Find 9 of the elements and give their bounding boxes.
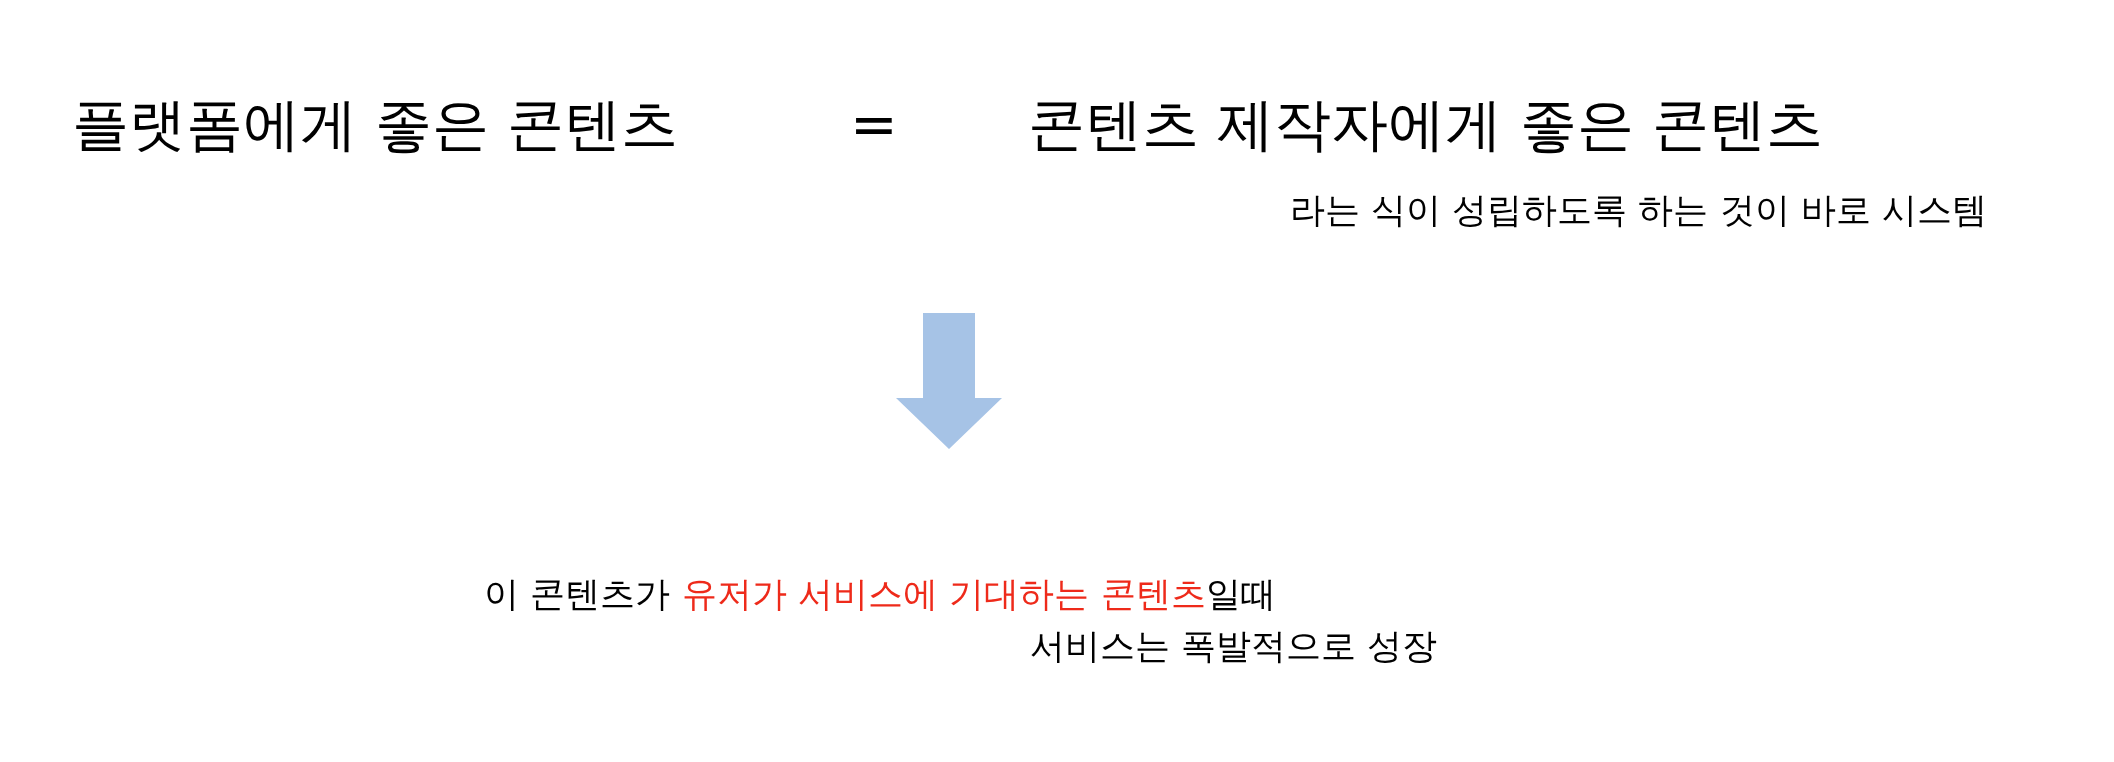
text: 라는 식이 성립하도록 하는 것이 바로 시스템 — [1290, 190, 1987, 231]
text: 유저가 서비스에 기대하는 콘텐츠 — [682, 574, 1206, 614]
text: 서비스는 폭발적으로 성장 — [1030, 626, 1438, 667]
equals-sign: = — [850, 92, 898, 158]
text: 일때 — [1205, 574, 1276, 614]
text: 이 콘텐츠가 — [484, 574, 671, 614]
down-arrow — [896, 313, 1002, 449]
text: 콘텐츠 제작자에게 좋은 콘텐츠 — [1028, 92, 1824, 158]
text: 플랫폼에게 좋은 콘텐츠 — [72, 92, 679, 158]
